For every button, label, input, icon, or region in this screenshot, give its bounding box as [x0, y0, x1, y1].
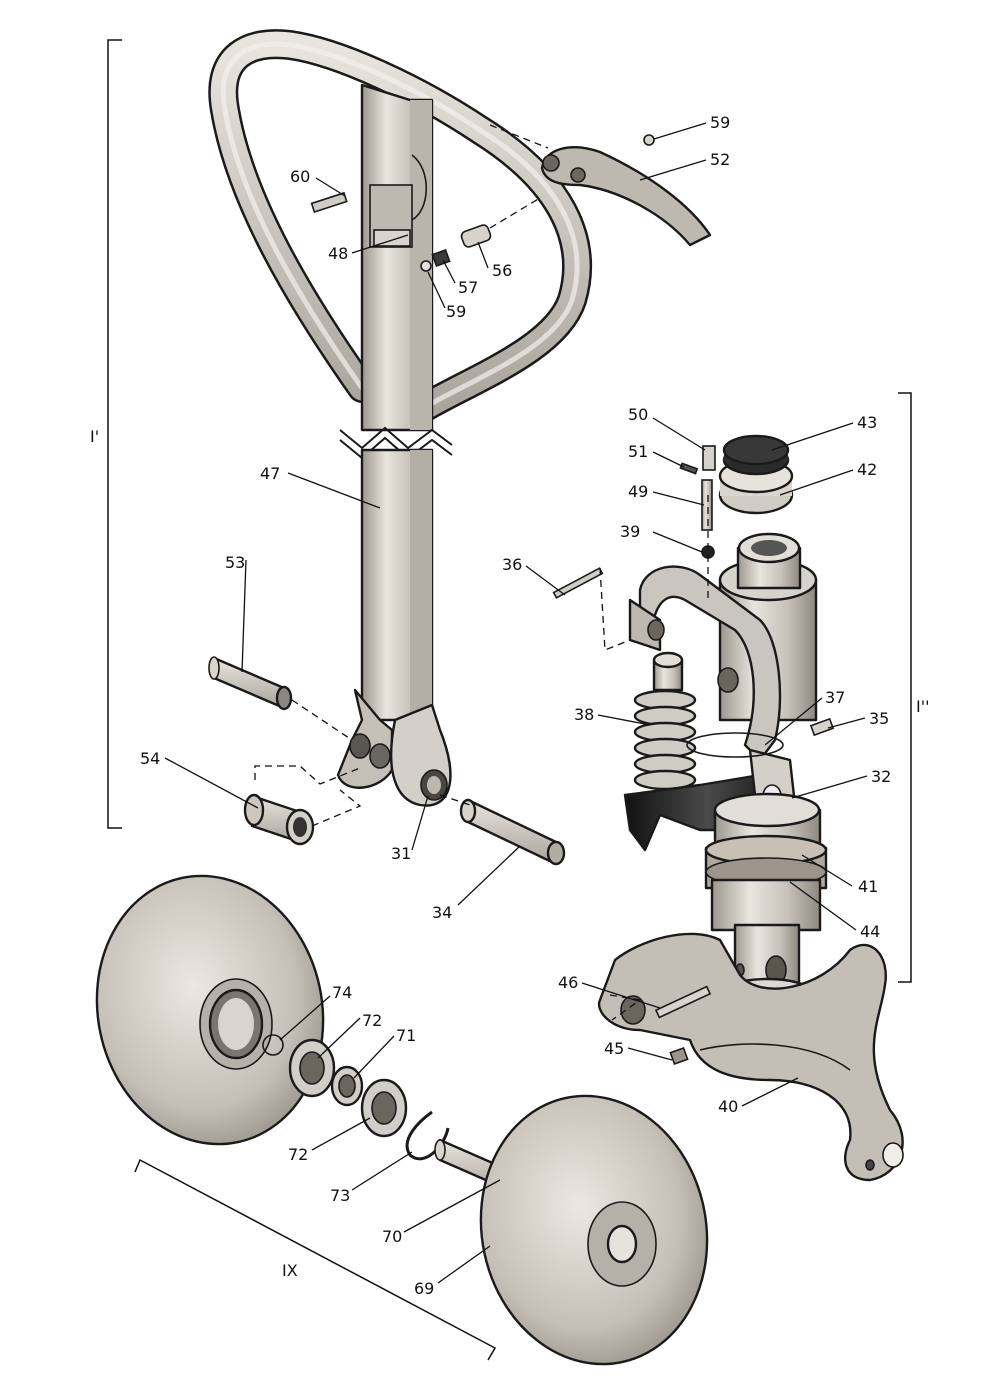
label-44: 44 — [860, 922, 880, 941]
bushing-54 — [243, 793, 315, 846]
label-39: 39 — [620, 522, 640, 541]
roller-56 — [460, 224, 492, 248]
label-53: 53 — [225, 553, 245, 572]
label-51: 51 — [628, 442, 648, 461]
label-60: 60 — [290, 167, 310, 186]
group-label-wheel: IX — [282, 1261, 298, 1280]
ball-59-mid — [420, 260, 432, 272]
dash-pin53 — [291, 699, 353, 741]
pump-assembly — [623, 434, 835, 1013]
leader-lines — [164, 122, 868, 1284]
label-54: 54 — [140, 749, 160, 768]
label-35: 35 — [869, 709, 889, 728]
label-74: 74 — [332, 983, 352, 1002]
pin-51 — [679, 462, 699, 475]
label-47: 47 — [260, 464, 280, 483]
fork-base-40 — [597, 932, 904, 1182]
pin-60 — [310, 191, 348, 214]
bracket-handle — [107, 39, 122, 829]
label-71: 71 — [396, 1026, 416, 1045]
lever-52 — [540, 146, 712, 247]
ring-74 — [262, 1034, 284, 1056]
wheel-right — [479, 1094, 709, 1366]
dash-pin36 — [599, 567, 631, 651]
label-50: 50 — [628, 405, 648, 424]
label-41: 41 — [858, 877, 878, 896]
label-36: 36 — [502, 555, 522, 574]
label-32: 32 — [871, 767, 891, 786]
dash-pin34 — [439, 794, 471, 806]
label-72-upper: 72 — [362, 1011, 382, 1030]
label-49: 49 — [628, 482, 648, 501]
label-69: 69 — [414, 1279, 434, 1298]
spring-57 — [431, 248, 451, 268]
spacer-71 — [330, 1065, 364, 1107]
clevis-50 — [702, 445, 716, 471]
label-59-mid: 59 — [446, 302, 466, 321]
bracket-pump — [898, 392, 912, 983]
dash-bushing — [254, 765, 361, 785]
label-37: 37 — [825, 688, 845, 707]
label-34: 34 — [432, 903, 452, 922]
label-43: 43 — [857, 413, 877, 432]
label-31: 31 — [391, 844, 411, 863]
label-38: 38 — [574, 705, 594, 724]
group-label-pump: I'' — [916, 697, 930, 716]
label-57: 57 — [458, 278, 478, 297]
dash-lever — [489, 124, 549, 149]
bearing-72-b — [360, 1078, 408, 1138]
wheel-left — [95, 874, 325, 1146]
label-42: 42 — [857, 460, 877, 479]
label-56: 56 — [492, 261, 512, 280]
label-73: 73 — [330, 1186, 350, 1205]
label-72-lower: 72 — [288, 1145, 308, 1164]
handle-assembly — [208, 29, 593, 807]
label-46: 46 — [558, 973, 578, 992]
dash-bushing-2 — [311, 789, 362, 827]
label-45: 45 — [604, 1039, 624, 1058]
label-52: 52 — [710, 150, 730, 169]
bracket-wheel — [134, 1158, 497, 1361]
bearing-72-a — [288, 1038, 336, 1098]
dash-pin46 — [609, 994, 642, 1021]
pin-36 — [552, 567, 604, 599]
group-label-handle: I' — [90, 427, 99, 446]
pin-34 — [459, 798, 566, 866]
label-40: 40 — [718, 1097, 738, 1116]
dash-roller — [489, 197, 541, 229]
label-48: 48 — [328, 244, 348, 263]
label-59-top: 59 — [710, 113, 730, 132]
pin-53 — [208, 656, 293, 711]
label-70: 70 — [382, 1227, 402, 1246]
ball-59-top — [643, 134, 655, 146]
